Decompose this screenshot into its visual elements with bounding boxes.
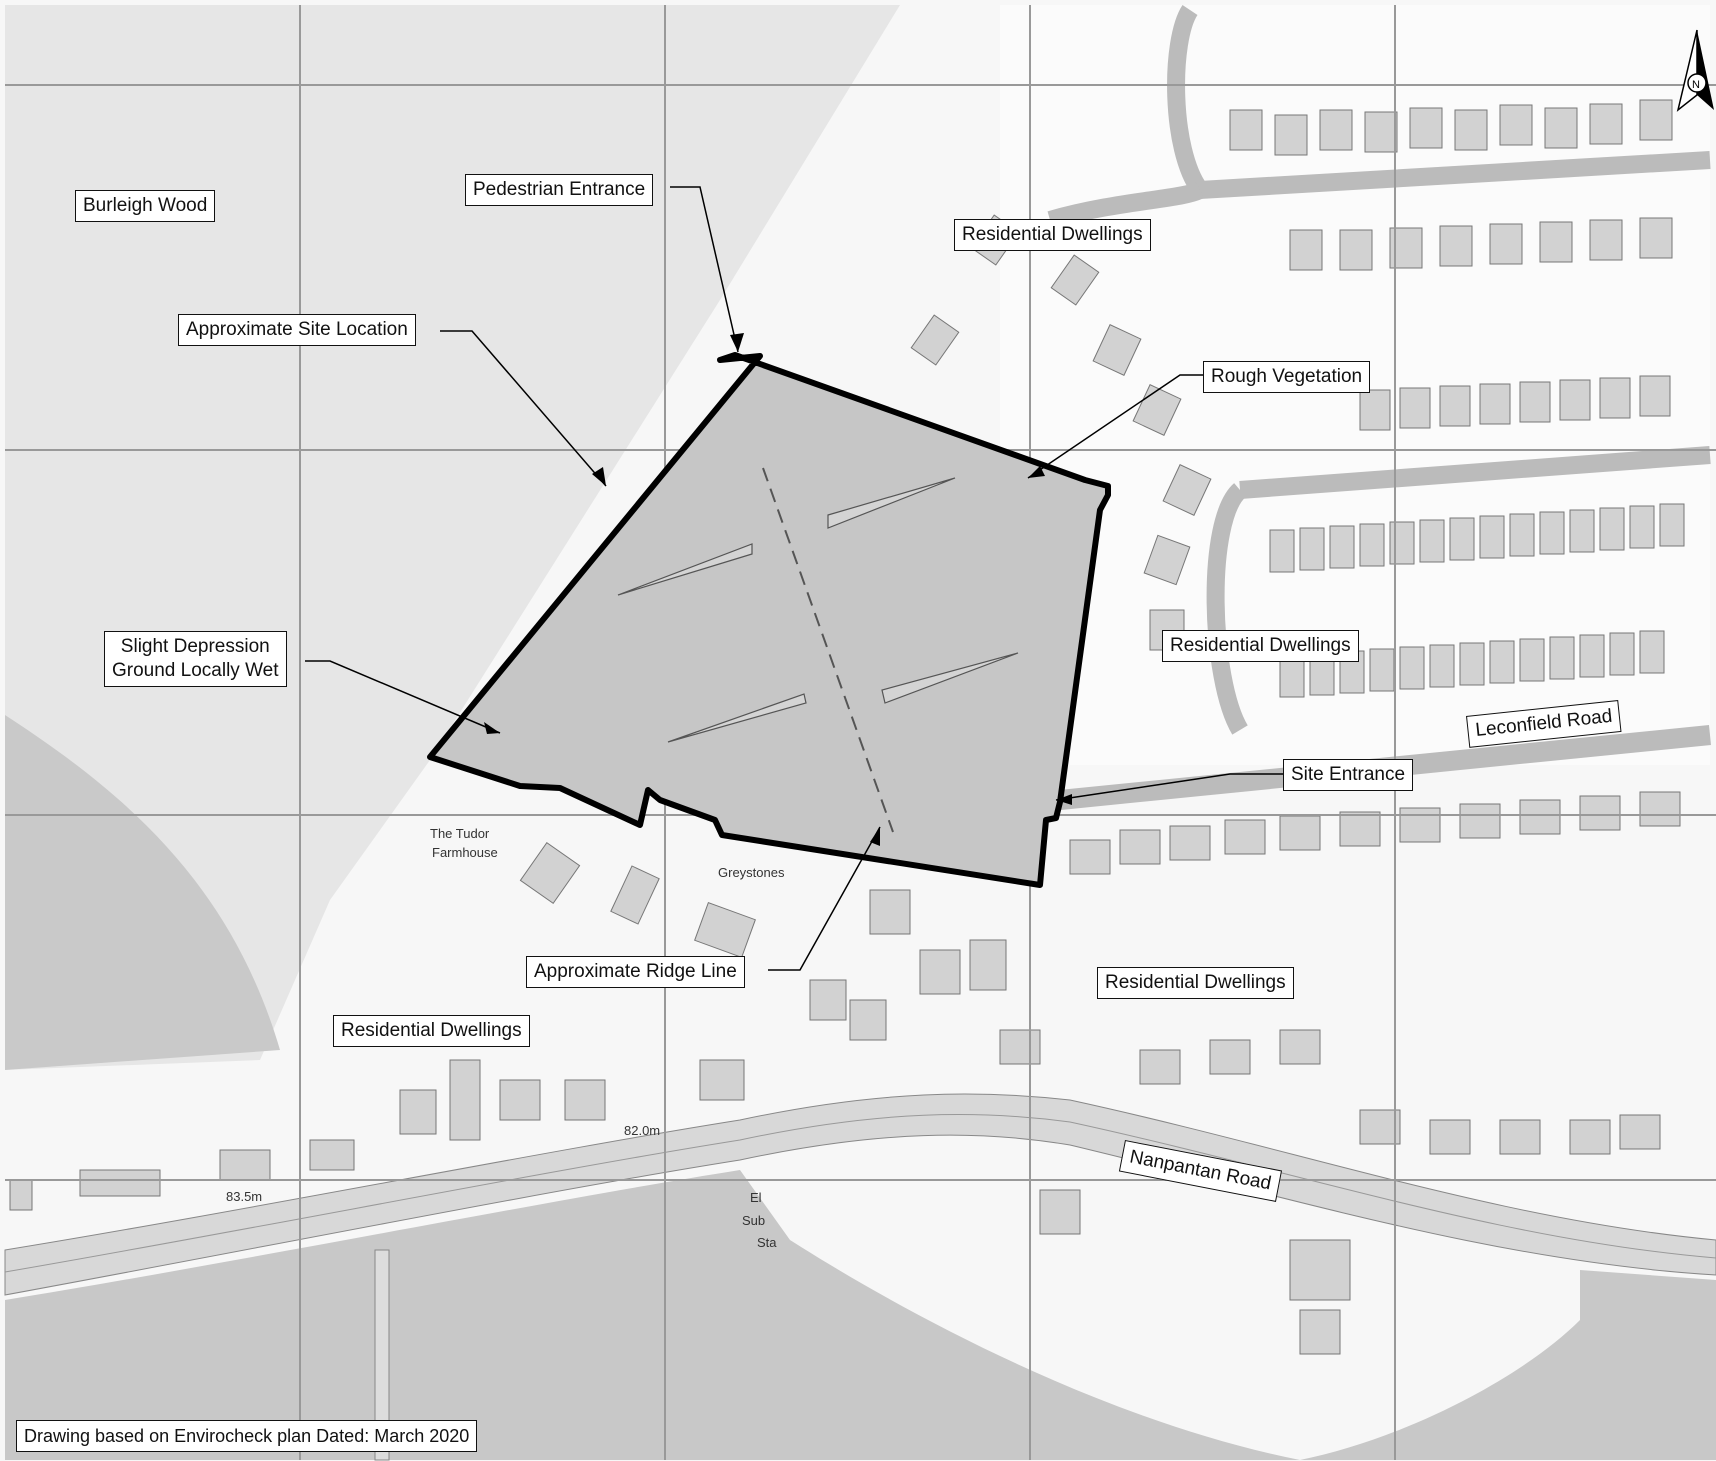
burleigh-wood-area [5,5,900,1070]
label-approximate-site-location: Approximate Site Location [178,314,416,346]
label-residential-dwellings-southeast: Residential Dwellings [1097,967,1294,999]
tudor-farmhouse-line1: The Tudor [430,826,490,841]
label-residential-dwellings-east: Residential Dwellings [1162,630,1359,662]
label-approximate-ridge-line: Approximate Ridge Line [526,956,745,988]
north-arrow-icon: N [1676,29,1714,112]
house-blocks [9,99,1685,1355]
el-sub-sta-line1: El [750,1190,762,1205]
site-boundary [427,352,1111,888]
label-rough-vegetation: Rough Vegetation [1203,361,1371,393]
road-centre-line [4,1114,1716,1273]
drawing-note: Drawing based on Envirocheck plan Dated:… [16,1420,478,1452]
leader-arrowheads [484,333,1072,846]
label-slight-depression: Slight Depression Ground Locally Wet [104,631,287,687]
south-grey-area [5,1170,1300,1460]
label-residential-dwellings-north: Residential Dwellings [954,219,1151,251]
grey-open-space-west [5,715,280,1070]
north-letter: N [1692,79,1700,91]
spot-height-820: 82.0m [624,1123,660,1138]
label-site-entrance: Site Entrance [1283,759,1414,791]
nanpantan-road-surface [4,1093,1716,1296]
south-lane [374,1249,390,1461]
tudor-farmhouse-line2: Farmhouse [432,845,498,860]
southeast-grey-area [1300,1270,1716,1460]
greystones-label: Greystones [718,865,785,880]
el-sub-sta-line2: Sub [742,1213,765,1228]
label-burleigh-wood: Burleigh Wood [75,190,216,222]
el-sub-sta-line3: Sta [757,1235,777,1250]
slope-indicators [617,477,1019,743]
spot-height-835: 83.5m [226,1189,262,1204]
leader-lines [305,186,1283,971]
label-pedestrian-entrance: Pedestrian Entrance [465,174,654,206]
label-residential-dwellings-southwest: Residential Dwellings [333,1015,530,1047]
